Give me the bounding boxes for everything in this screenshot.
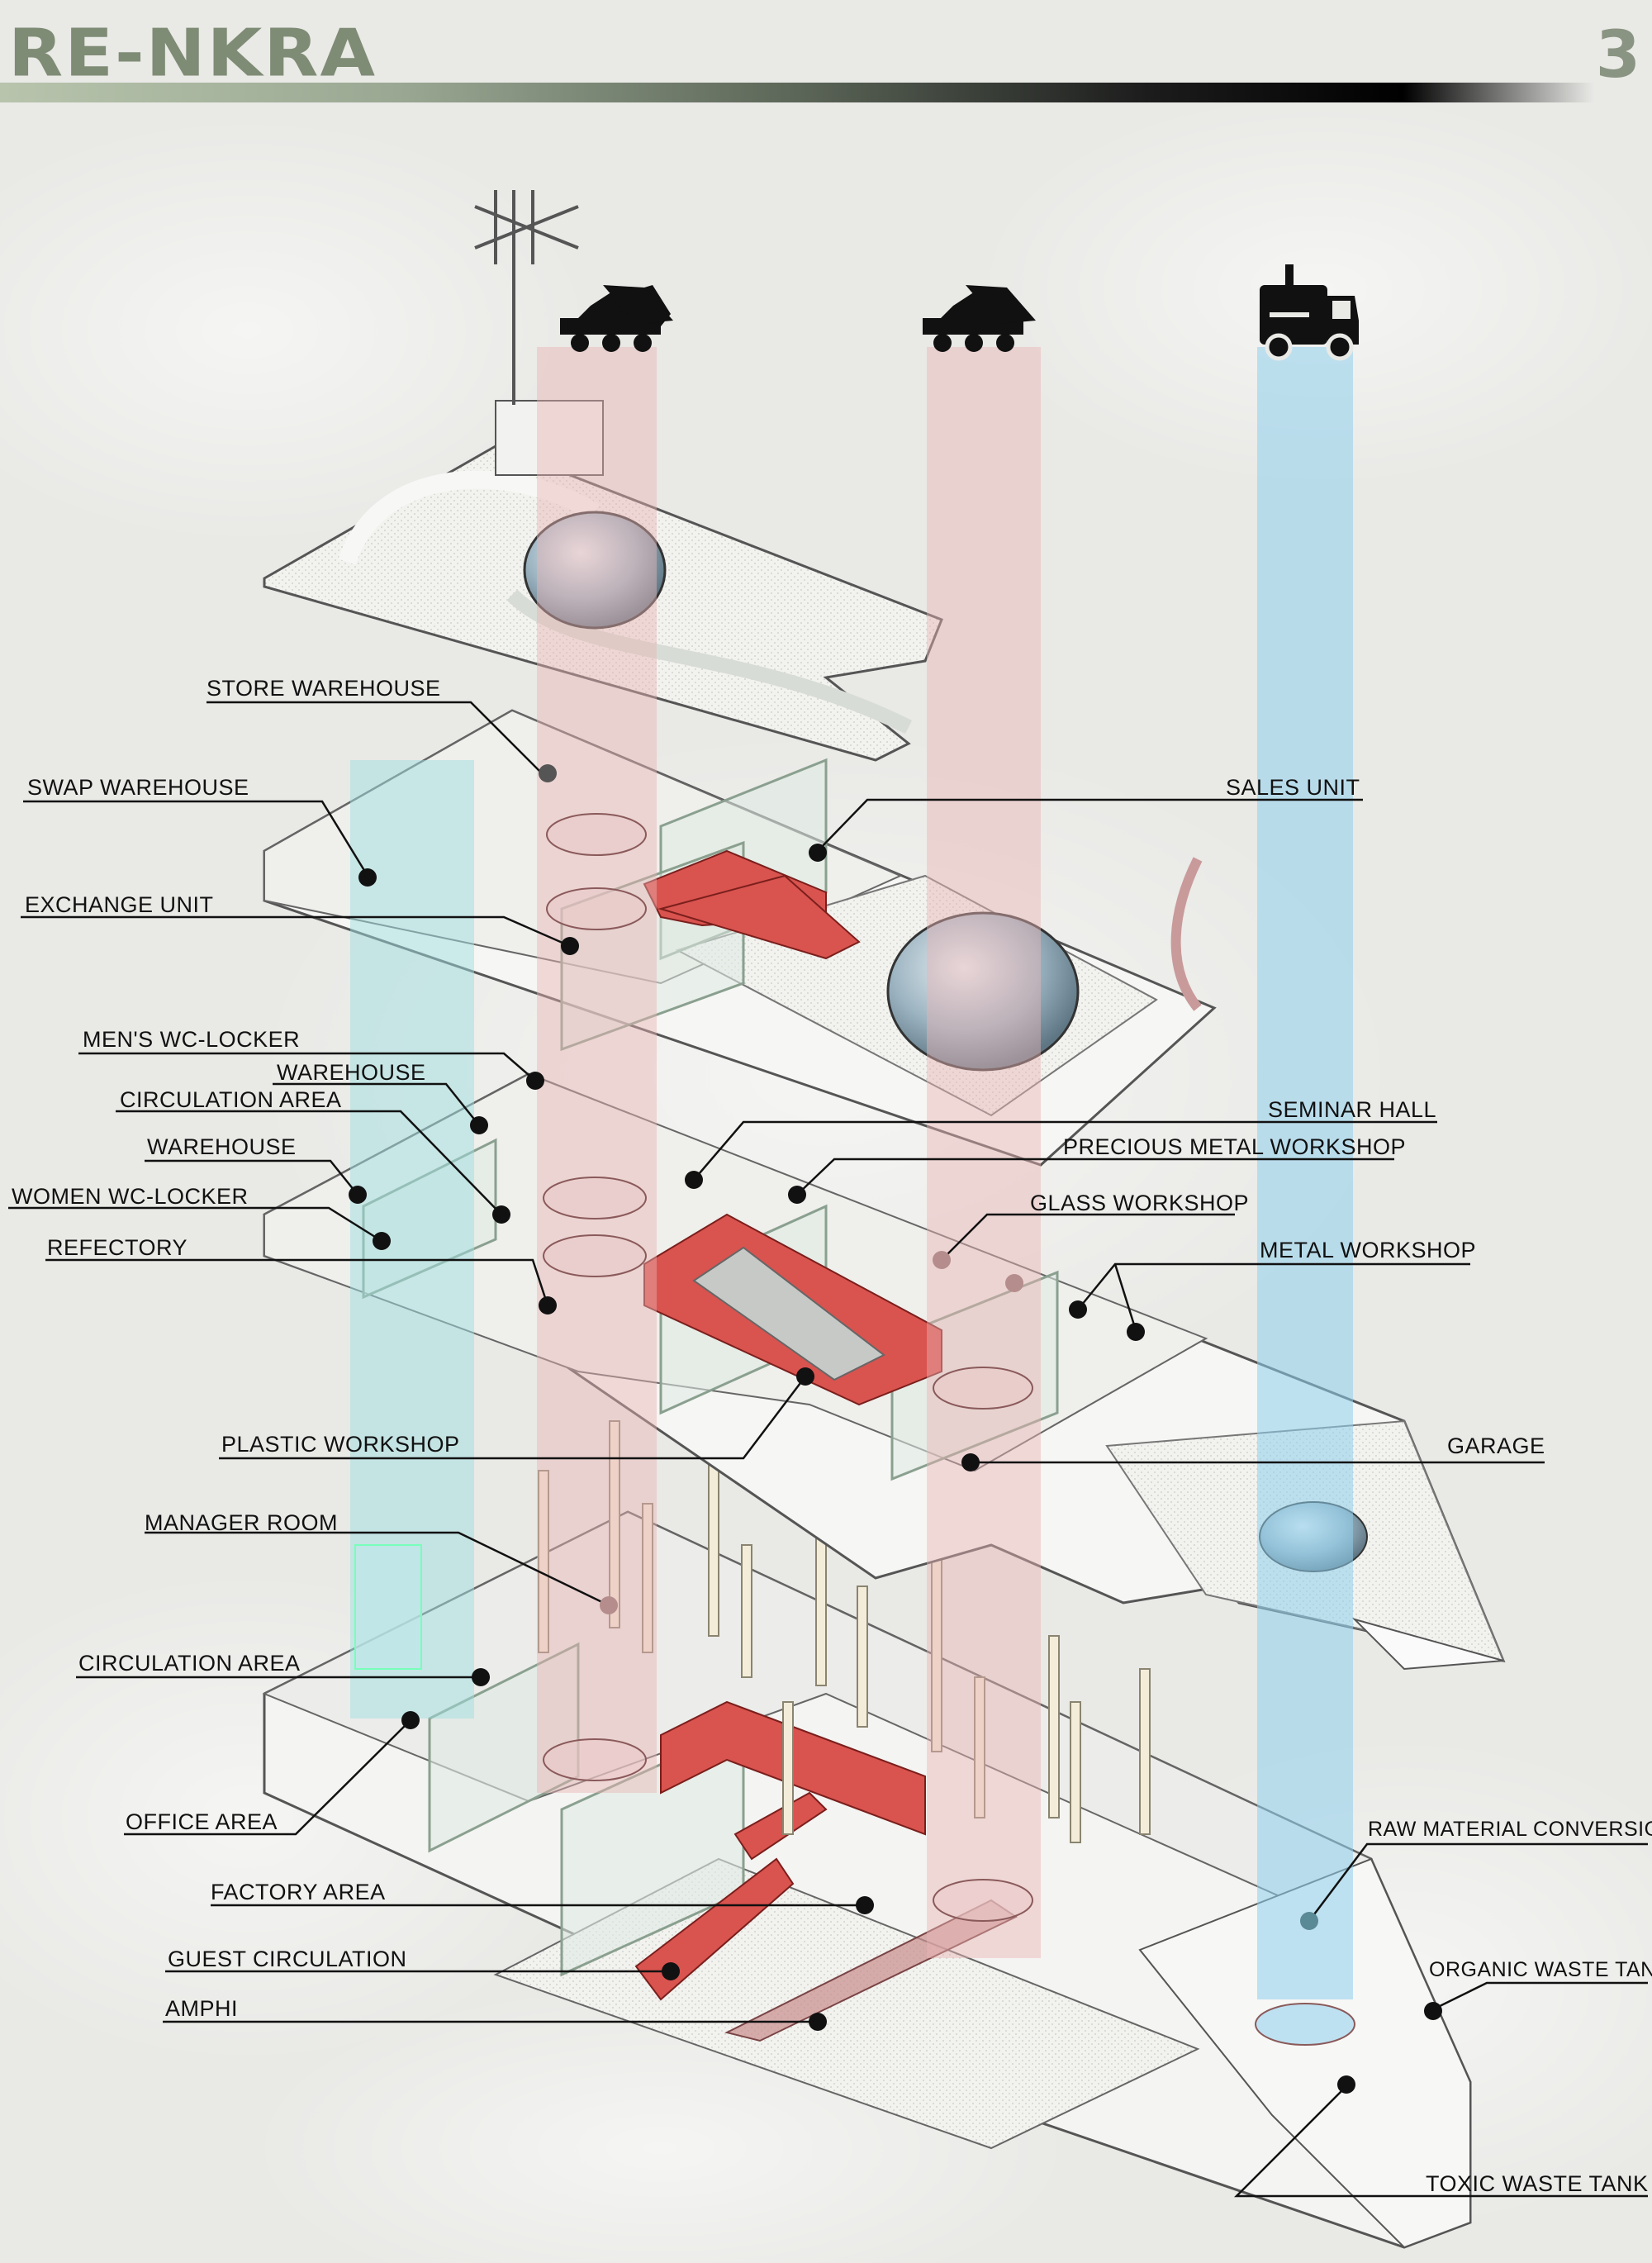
flow-columns (350, 347, 1353, 1999)
label-sales-unit: SALES UNIT (1226, 775, 1360, 800)
level-ground-factory (262, 1420, 1472, 2249)
label-circulation-area: CIRCULATION AREA (120, 1087, 342, 1112)
label-precious-metal-workshop: PRECIOUS METAL WORKSHOP (1063, 1134, 1407, 1159)
label-glass-workshop: GLASS WORKSHOP (1030, 1191, 1250, 1215)
label-garage: GARAGE (1447, 1433, 1545, 1458)
label-amphi: AMPHI (165, 1996, 239, 2021)
label-seminar-hall: SEMINAR HALL (1268, 1097, 1437, 1122)
logo-text: RE-NKRA (8, 15, 377, 92)
label-plastic-workshop: PLASTIC WORKSHOP (221, 1432, 460, 1457)
label-factory-area: FACTORY AREA (211, 1880, 386, 1904)
label-exchange-unit: EXCHANGE UNIT (25, 892, 214, 917)
label-organic-waste-tank: ORGANIC WASTE TANK (1429, 1958, 1652, 1981)
dump-truck-icon (923, 285, 1036, 352)
leader-dots (349, 764, 1442, 2094)
page-number: 3 (1595, 18, 1640, 93)
label-metal-workshop: METAL WORKSHOP (1260, 1238, 1477, 1262)
header-gradient-bar (0, 83, 1594, 102)
label-manager-room: MANAGER ROOM (145, 1510, 339, 1535)
label-guest-circulation: GUEST CIRCULATION (168, 1947, 407, 1971)
label-swap-warehouse: SWAP WAREHOUSE (27, 775, 249, 800)
label-circulation-area: CIRCULATION AREA (78, 1651, 301, 1676)
wind-turbine-icon (474, 190, 579, 405)
label-warehouse: WAREHOUSE (277, 1060, 426, 1085)
level-roof (263, 400, 943, 762)
label-refectory: REFECTORY (47, 1235, 188, 1260)
label-mens-wc-locker: MEN'S WC-LOCKER (83, 1027, 301, 1052)
label-warehouse: WAREHOUSE (147, 1134, 297, 1159)
label-store-warehouse: STORE WAREHOUSE (206, 676, 441, 701)
leader-lines (8, 701, 1648, 2198)
delivery-truck-icon (1260, 264, 1359, 361)
label-office-area: OFFICE AREA (126, 1809, 278, 1834)
label-toxic-waste-tank: TOXIC WASTE TANK (1426, 2171, 1649, 2196)
label-raw-material-conversion: RAW MATERIAL CONVERSION (1368, 1818, 1652, 1841)
dump-truck-icon (560, 285, 673, 352)
label-women-wc-locker: WOMEN WC-LOCKER (12, 1184, 249, 1209)
